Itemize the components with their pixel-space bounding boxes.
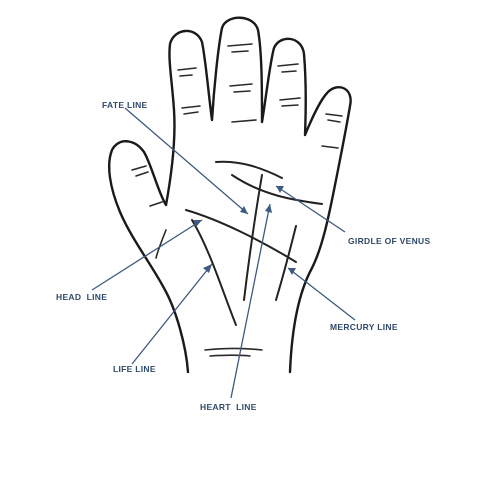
life-line-path: [191, 219, 237, 326]
palm-lines: [155, 160, 323, 357]
head-line-label: HEAD LINE: [56, 292, 108, 302]
fate-line-path: [243, 174, 263, 301]
heart-line-arrowhead: [265, 204, 272, 213]
heart-line-pointer: [230, 203, 271, 399]
fate-line-label: FATE LINE: [102, 100, 148, 110]
finger-creases: [131, 43, 343, 207]
hand-outline: [107, 16, 352, 374]
head-line-path: [185, 209, 297, 263]
girdle-path: [215, 160, 283, 179]
life-line-label: LIFE LINE: [113, 364, 156, 374]
mercury-line-path: [275, 225, 297, 301]
heart-line-path: [231, 174, 323, 205]
head-line-pointer: [91, 219, 203, 291]
girdle-pointer: [275, 185, 346, 233]
head-line-arrowhead: [193, 220, 202, 227]
fate-line-arrowhead: [240, 206, 248, 214]
mercury-line-arrowhead: [288, 268, 296, 275]
heart-line-label: HEART LINE: [200, 402, 257, 412]
mercury-line-label: MERCURY LINE: [330, 322, 398, 332]
fate-line-pointer: [124, 107, 249, 215]
girdle-arrowhead: [276, 186, 284, 193]
pointer-lines: [91, 107, 356, 399]
life-line-arrowhead: [203, 264, 212, 273]
life-line-pointer: [131, 263, 213, 365]
girdle-of-venus-label: GIRDLE OF VENUS: [348, 236, 431, 246]
mercury-line-pointer: [287, 267, 356, 321]
